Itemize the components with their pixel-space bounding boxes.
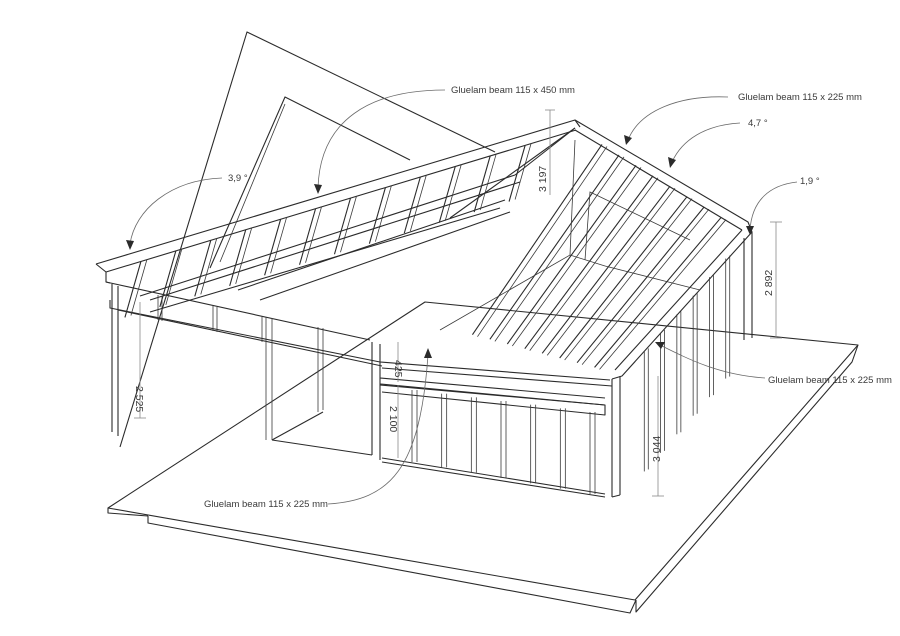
rafter — [473, 155, 491, 213]
front-wall — [271, 361, 613, 498]
rafter-edge — [235, 227, 253, 284]
dim-opening-height: 2 100 — [387, 406, 399, 432]
dim-opening-header: 425 — [392, 360, 404, 378]
rafter — [576, 206, 705, 364]
label-angle-left: 3,9 ° — [228, 173, 248, 184]
right-eaves-beam — [574, 119, 753, 498]
rafter-edge — [165, 248, 183, 306]
rafter — [124, 261, 142, 318]
dimension-lines — [134, 109, 782, 497]
rafters-right — [471, 144, 727, 370]
front-wall-studs — [411, 390, 596, 494]
rafter-edge — [581, 208, 710, 365]
rafter — [159, 250, 177, 308]
rafter — [471, 144, 603, 335]
rafter-edge — [494, 156, 625, 342]
rafter-edge — [340, 196, 357, 253]
label-beam-ridge-front: Gluelam beam 115 x 450 mm — [451, 85, 575, 96]
rafter — [524, 175, 654, 349]
rafter — [299, 208, 317, 265]
rafter — [264, 219, 282, 276]
right-wall-studs — [643, 255, 731, 472]
rafter — [489, 154, 620, 340]
rafter — [194, 240, 212, 297]
rafter — [594, 217, 722, 368]
dim-corner-height: 3 044 — [651, 436, 663, 462]
rafter-edge — [479, 153, 497, 211]
rafter-edge — [599, 219, 727, 370]
rafter-edge — [375, 185, 392, 242]
rafter-edge — [444, 164, 462, 221]
rafter-edge — [529, 177, 659, 351]
rafter-edge — [130, 259, 148, 316]
rafter — [333, 198, 351, 255]
rafter-edge — [409, 175, 427, 232]
rafter — [541, 185, 671, 354]
label-beam-ridge-right: Gluelam beam 115 x 225 mm — [738, 92, 862, 103]
rafter — [229, 229, 247, 286]
rafters-left — [124, 143, 532, 318]
label-beam-right-side: Gluelam beam 115 x 225 mm — [768, 375, 892, 386]
labels: Gluelam beam 115 x 450 mm Gluelam beam 1… — [133, 85, 892, 510]
label-angle-right: 1,9 ° — [800, 176, 820, 187]
rafter — [559, 196, 688, 359]
rafter — [403, 177, 421, 234]
dim-ridge-height: 3 197 — [537, 166, 549, 192]
rafter-edge — [477, 146, 608, 337]
rafter-edge — [512, 167, 642, 347]
dim-right-height: 2 892 — [763, 270, 775, 296]
rafter-edge — [546, 187, 676, 356]
leader-lines — [126, 89, 798, 505]
interior-lines — [439, 139, 701, 331]
label-angle-top: 4,7 ° — [748, 118, 768, 129]
rafter — [506, 165, 637, 345]
rafter — [438, 166, 456, 223]
ridge-and-purlins — [139, 127, 576, 313]
rafter-edge — [514, 143, 532, 200]
rafter-edge — [270, 217, 287, 274]
base-platform — [107, 301, 859, 614]
dim-left-height: 2 525 — [133, 386, 145, 412]
rafter-edge — [564, 198, 693, 361]
rafter-edge — [305, 206, 322, 263]
rafter — [368, 187, 386, 244]
label-beam-front: Gluelam beam 115 x 225 mm — [204, 499, 328, 510]
rafter-edge — [200, 238, 218, 295]
